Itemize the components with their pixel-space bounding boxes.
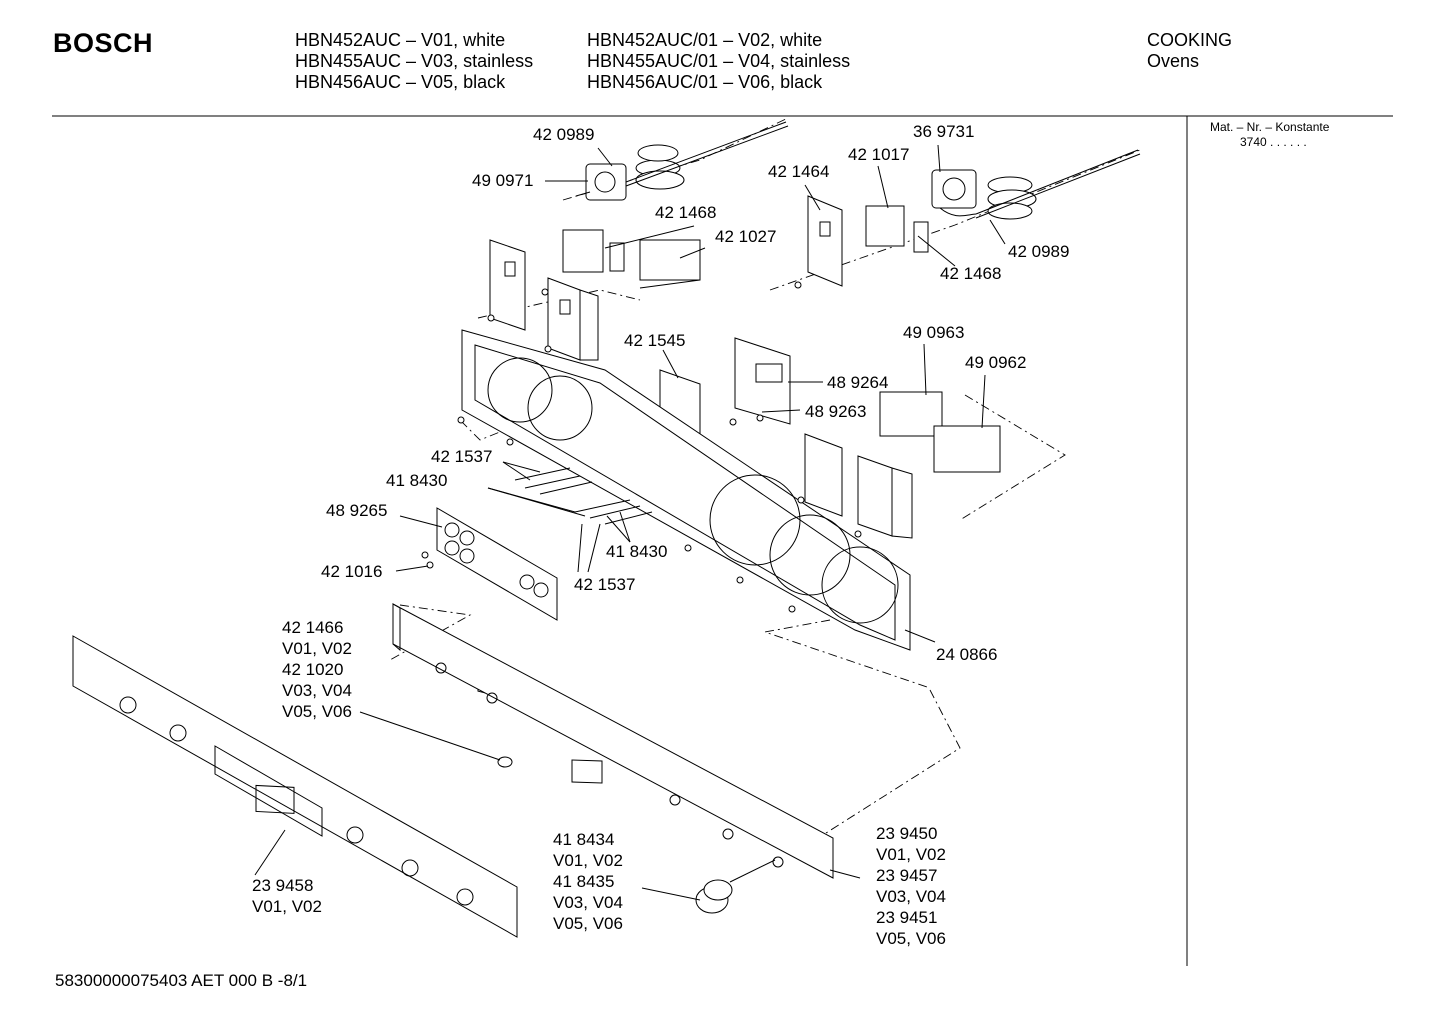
part-number-label: 42 0989: [533, 125, 594, 144]
screws: [421, 281, 862, 613]
document-number: 58300000075403 AET 000 B -8/1: [55, 971, 308, 990]
variant-label: V01, V02: [553, 851, 623, 870]
part-number-label: 42 1537: [574, 575, 635, 594]
variant-label: V01, V02: [252, 897, 322, 916]
part-number-label: 36 9731: [913, 122, 974, 141]
category-block: COOKING Ovens: [1147, 30, 1232, 72]
part-number-label: 41 8435: [553, 872, 614, 891]
part-number-label: 42 1464: [768, 162, 829, 181]
control-board: [734, 337, 791, 425]
model-line: HBN455AUC – V03, stainless: [295, 51, 534, 71]
model-line: HBN456AUC/01 – V06, black: [587, 72, 823, 92]
part-number-label: 42 1020: [282, 660, 343, 679]
variant-label: V05, V06: [553, 914, 623, 933]
thermostat-left: [575, 121, 789, 201]
model-list-left: HBN452AUC – V01, white HBN455AUC – V03, …: [295, 30, 533, 93]
model-line: HBN452AUC – V01, white: [295, 30, 506, 50]
variant-label: V03, V04: [553, 893, 623, 912]
inner-panel: [392, 603, 834, 879]
category: COOKING: [1147, 30, 1233, 50]
part-number-label: 42 1017: [848, 145, 909, 164]
part-callouts: 42 0989 49 0971 36 9731 42 1017 42 1464 …: [252, 122, 1069, 948]
front-panel: [72, 635, 518, 938]
part-number-label: 42 1468: [655, 203, 716, 222]
model-line: HBN456AUC – V05, black: [295, 72, 506, 92]
part-number-label: 41 8430: [606, 542, 667, 561]
model-line: HBN455AUC/01 – V04, stainless: [587, 51, 851, 71]
mat-value: 3740 . . . . . .: [1240, 135, 1307, 149]
part-number-label: 48 9264: [827, 373, 888, 392]
relay-switches: [879, 391, 1001, 473]
material-number-block: Mat. – Nr. – Konstante 3740 . . . . . .: [1210, 120, 1329, 150]
thermostat-right: [931, 149, 1141, 220]
part-number-label: 23 9451: [876, 908, 937, 927]
part-number-label: 49 0962: [965, 353, 1026, 372]
part-number-label: 42 0989: [1008, 242, 1069, 261]
model-list-right: HBN452AUC/01 – V02, white HBN455AUC/01 –…: [587, 30, 850, 93]
part-number-label: 48 9265: [326, 501, 387, 520]
part-number-label: 42 1016: [321, 562, 382, 581]
control-knob: [695, 879, 733, 914]
part-number-label: 41 8434: [553, 830, 614, 849]
leader-lines: [254, 144, 1006, 901]
variant-label: V03, V04: [876, 887, 946, 906]
part-number-label: 24 0866: [936, 645, 997, 664]
brand-logo: BOSCH: [53, 28, 154, 58]
subcategory: Ovens: [1147, 51, 1200, 71]
part-number-label: 23 9450: [876, 824, 937, 843]
part-number-label: 48 9263: [805, 402, 866, 421]
variant-label: V01, V02: [282, 639, 352, 658]
push-rods: [514, 467, 653, 525]
variant-label: V03, V04: [282, 681, 352, 700]
part-number-label: 41 8430: [386, 471, 447, 490]
part-number-label: 23 9457: [876, 866, 937, 885]
selector-switch-left: [562, 229, 701, 289]
mat-label: Mat. – Nr. – Konstante: [1210, 120, 1330, 134]
part-number-label: 42 1545: [624, 331, 685, 350]
part-number-label: 42 1027: [715, 227, 776, 246]
model-line: HBN452AUC/01 – V02, white: [587, 30, 823, 50]
part-number-label: 42 1537: [431, 447, 492, 466]
main-frame: [461, 329, 911, 651]
part-number-label: 49 0963: [903, 323, 964, 342]
variant-label: V01, V02: [876, 845, 946, 864]
part-number-label: 42 1466: [282, 618, 343, 637]
part-number-label: 49 0971: [472, 171, 533, 190]
part-number-label: 42 1468: [940, 264, 1001, 283]
variant-label: V05, V06: [282, 702, 352, 721]
selector-switch-right: [865, 205, 929, 253]
variant-label: V05, V06: [876, 929, 946, 948]
part-number-label: 23 9458: [252, 876, 313, 895]
knob-small: [497, 756, 513, 768]
